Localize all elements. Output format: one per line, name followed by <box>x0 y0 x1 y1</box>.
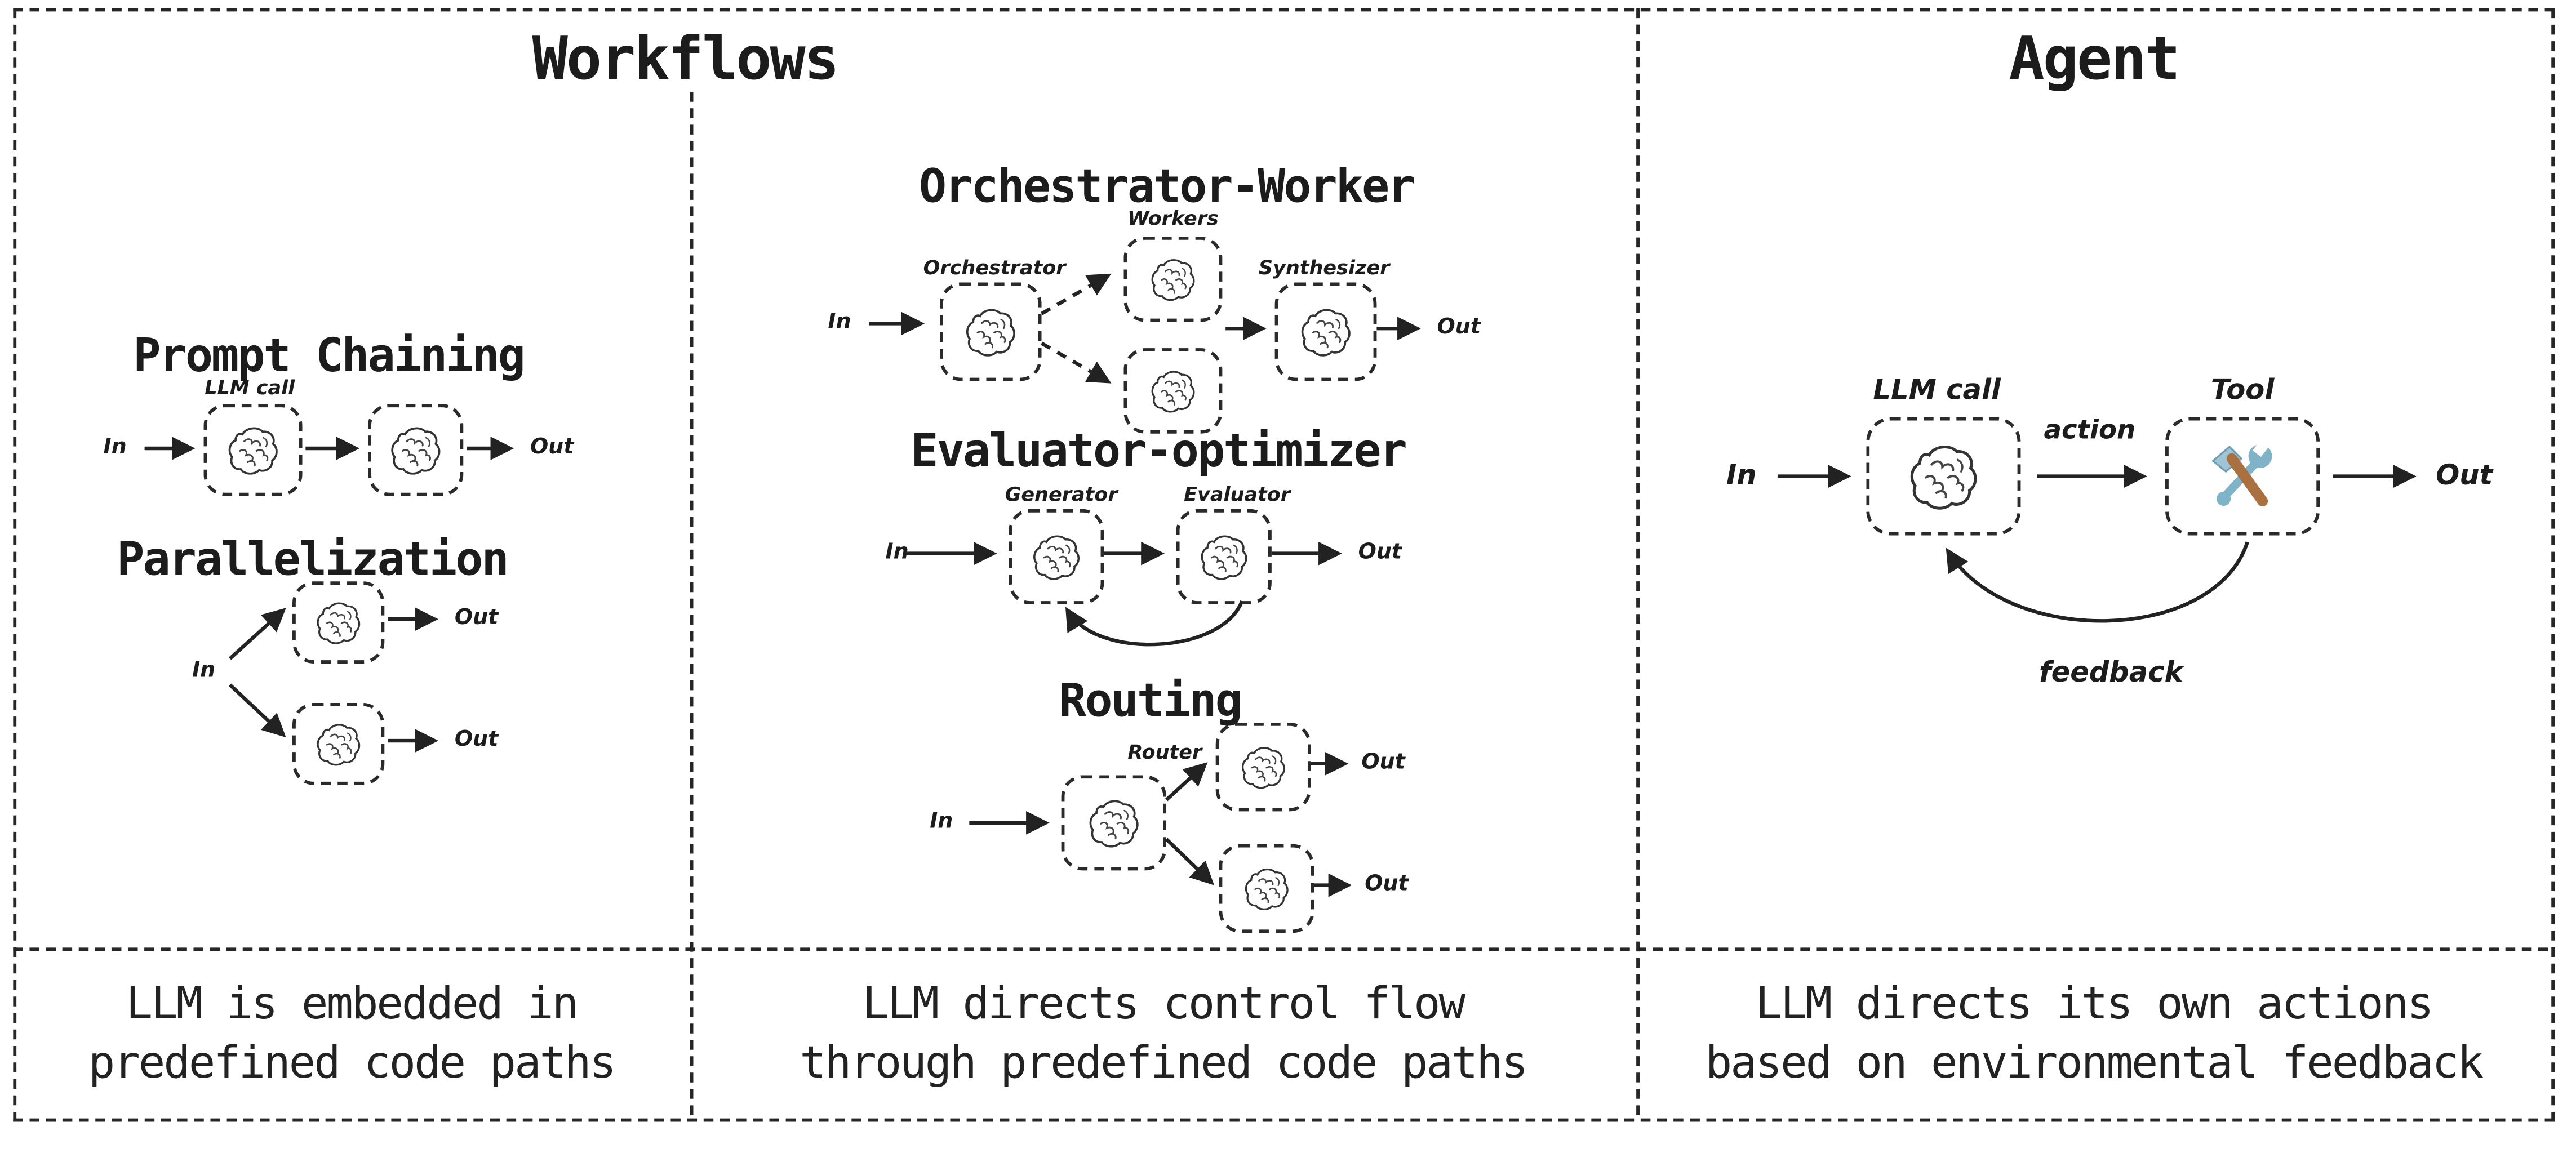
action-label: action <box>2044 413 2136 446</box>
caption-line: predefined code paths <box>88 1038 616 1089</box>
orchestrator-box <box>939 282 1042 381</box>
agent-llm-box <box>1866 417 2021 536</box>
agent-caption: LLM directs its own actions based on env… <box>1636 951 2551 1118</box>
evaluator-box <box>1176 509 1272 605</box>
in-label: In <box>930 809 953 835</box>
workflows-right-caption: LLM directs control flow through predefi… <box>690 951 1637 1118</box>
llm-call-box-2 <box>368 404 464 496</box>
brain-icon <box>1148 255 1197 304</box>
caption-line: through predefined code paths <box>800 1038 1528 1089</box>
in-label: In <box>103 435 127 460</box>
out-label-bottom: Out <box>1365 872 1409 897</box>
route-llm-box-bottom <box>1219 844 1314 933</box>
in-label: In <box>828 310 851 335</box>
brain-icon <box>1906 439 1981 514</box>
generator-box <box>1009 509 1104 605</box>
brain-icon <box>1030 531 1082 583</box>
brain-icon <box>1298 304 1353 359</box>
parallelization-heading: Parallelization <box>117 532 509 586</box>
evaluator-label: Evaluator <box>1184 483 1291 506</box>
prompt-chaining-heading: Prompt Chaining <box>133 328 526 383</box>
evaluator-optimizer-heading: Evaluator-optimizer <box>911 424 1407 478</box>
caption-line: LLM is embedded in <box>126 978 579 1030</box>
llm-call-label: LLM call <box>1873 374 2001 408</box>
routing-heading: Routing <box>1059 673 1243 728</box>
agent-title: Agent <box>2009 26 2180 94</box>
router-box <box>1061 775 1167 871</box>
feedback-label: feedback <box>2039 657 2183 690</box>
parallel-llm-box-top <box>292 581 385 664</box>
brain-icon <box>388 422 443 478</box>
worker-box-top <box>1123 236 1223 322</box>
outer-border <box>13 8 2555 1122</box>
brain-icon <box>225 422 281 478</box>
in-label: In <box>885 540 909 566</box>
workers-label: Workers <box>1127 207 1219 230</box>
in-label: In <box>192 658 216 683</box>
brain-icon <box>1148 366 1197 415</box>
out-label-top: Out <box>1361 750 1405 776</box>
synthesizer-label: Synthesizer <box>1258 256 1390 279</box>
brain-icon <box>1086 795 1142 851</box>
caption-line: LLM directs its own actions <box>1755 978 2434 1030</box>
llm-call-label: LLM call <box>205 376 295 399</box>
brain-icon <box>1198 531 1250 583</box>
route-llm-box-top <box>1215 722 1311 812</box>
tool-label: Tool <box>2210 374 2275 408</box>
synthesizer-box <box>1274 282 1377 381</box>
caption-line: based on environmental feedback <box>1705 1038 2484 1089</box>
caption-row-divider <box>13 947 2548 951</box>
caption-line: LLM directs control flow <box>862 978 1466 1030</box>
worker-box-bottom <box>1123 348 1223 434</box>
out-label: Out <box>1358 540 1402 566</box>
agent-tool-box <box>2165 417 2320 536</box>
workflows-column-divider <box>690 92 694 1115</box>
router-label: Router <box>1127 741 1202 764</box>
orchestrator-label: Orchestrator <box>923 256 1066 279</box>
brain-icon <box>1239 742 1288 791</box>
out-label-top: Out <box>454 606 499 631</box>
generator-label: Generator <box>1005 483 1118 506</box>
in-label: In <box>1726 460 1757 493</box>
workflows-left-caption: LLM is embedded in predefined code paths <box>16 951 687 1118</box>
hammer-and-wrench-icon <box>2205 439 2280 514</box>
out-label: Out <box>530 435 574 460</box>
out-label-bottom: Out <box>454 727 499 753</box>
out-label: Out <box>1437 315 1481 340</box>
out-label: Out <box>2436 460 2493 493</box>
brain-icon <box>314 719 363 768</box>
brain-icon <box>963 304 1019 359</box>
workflows-agent-divider <box>1636 8 1640 1115</box>
parallel-llm-box-bottom <box>292 702 385 785</box>
brain-icon <box>314 598 363 647</box>
orchestrator-worker-heading: Orchestrator-Worker <box>918 159 1415 214</box>
workflows-title: Workflows <box>532 26 840 94</box>
llm-call-box <box>203 404 303 496</box>
brain-icon <box>1242 864 1291 913</box>
